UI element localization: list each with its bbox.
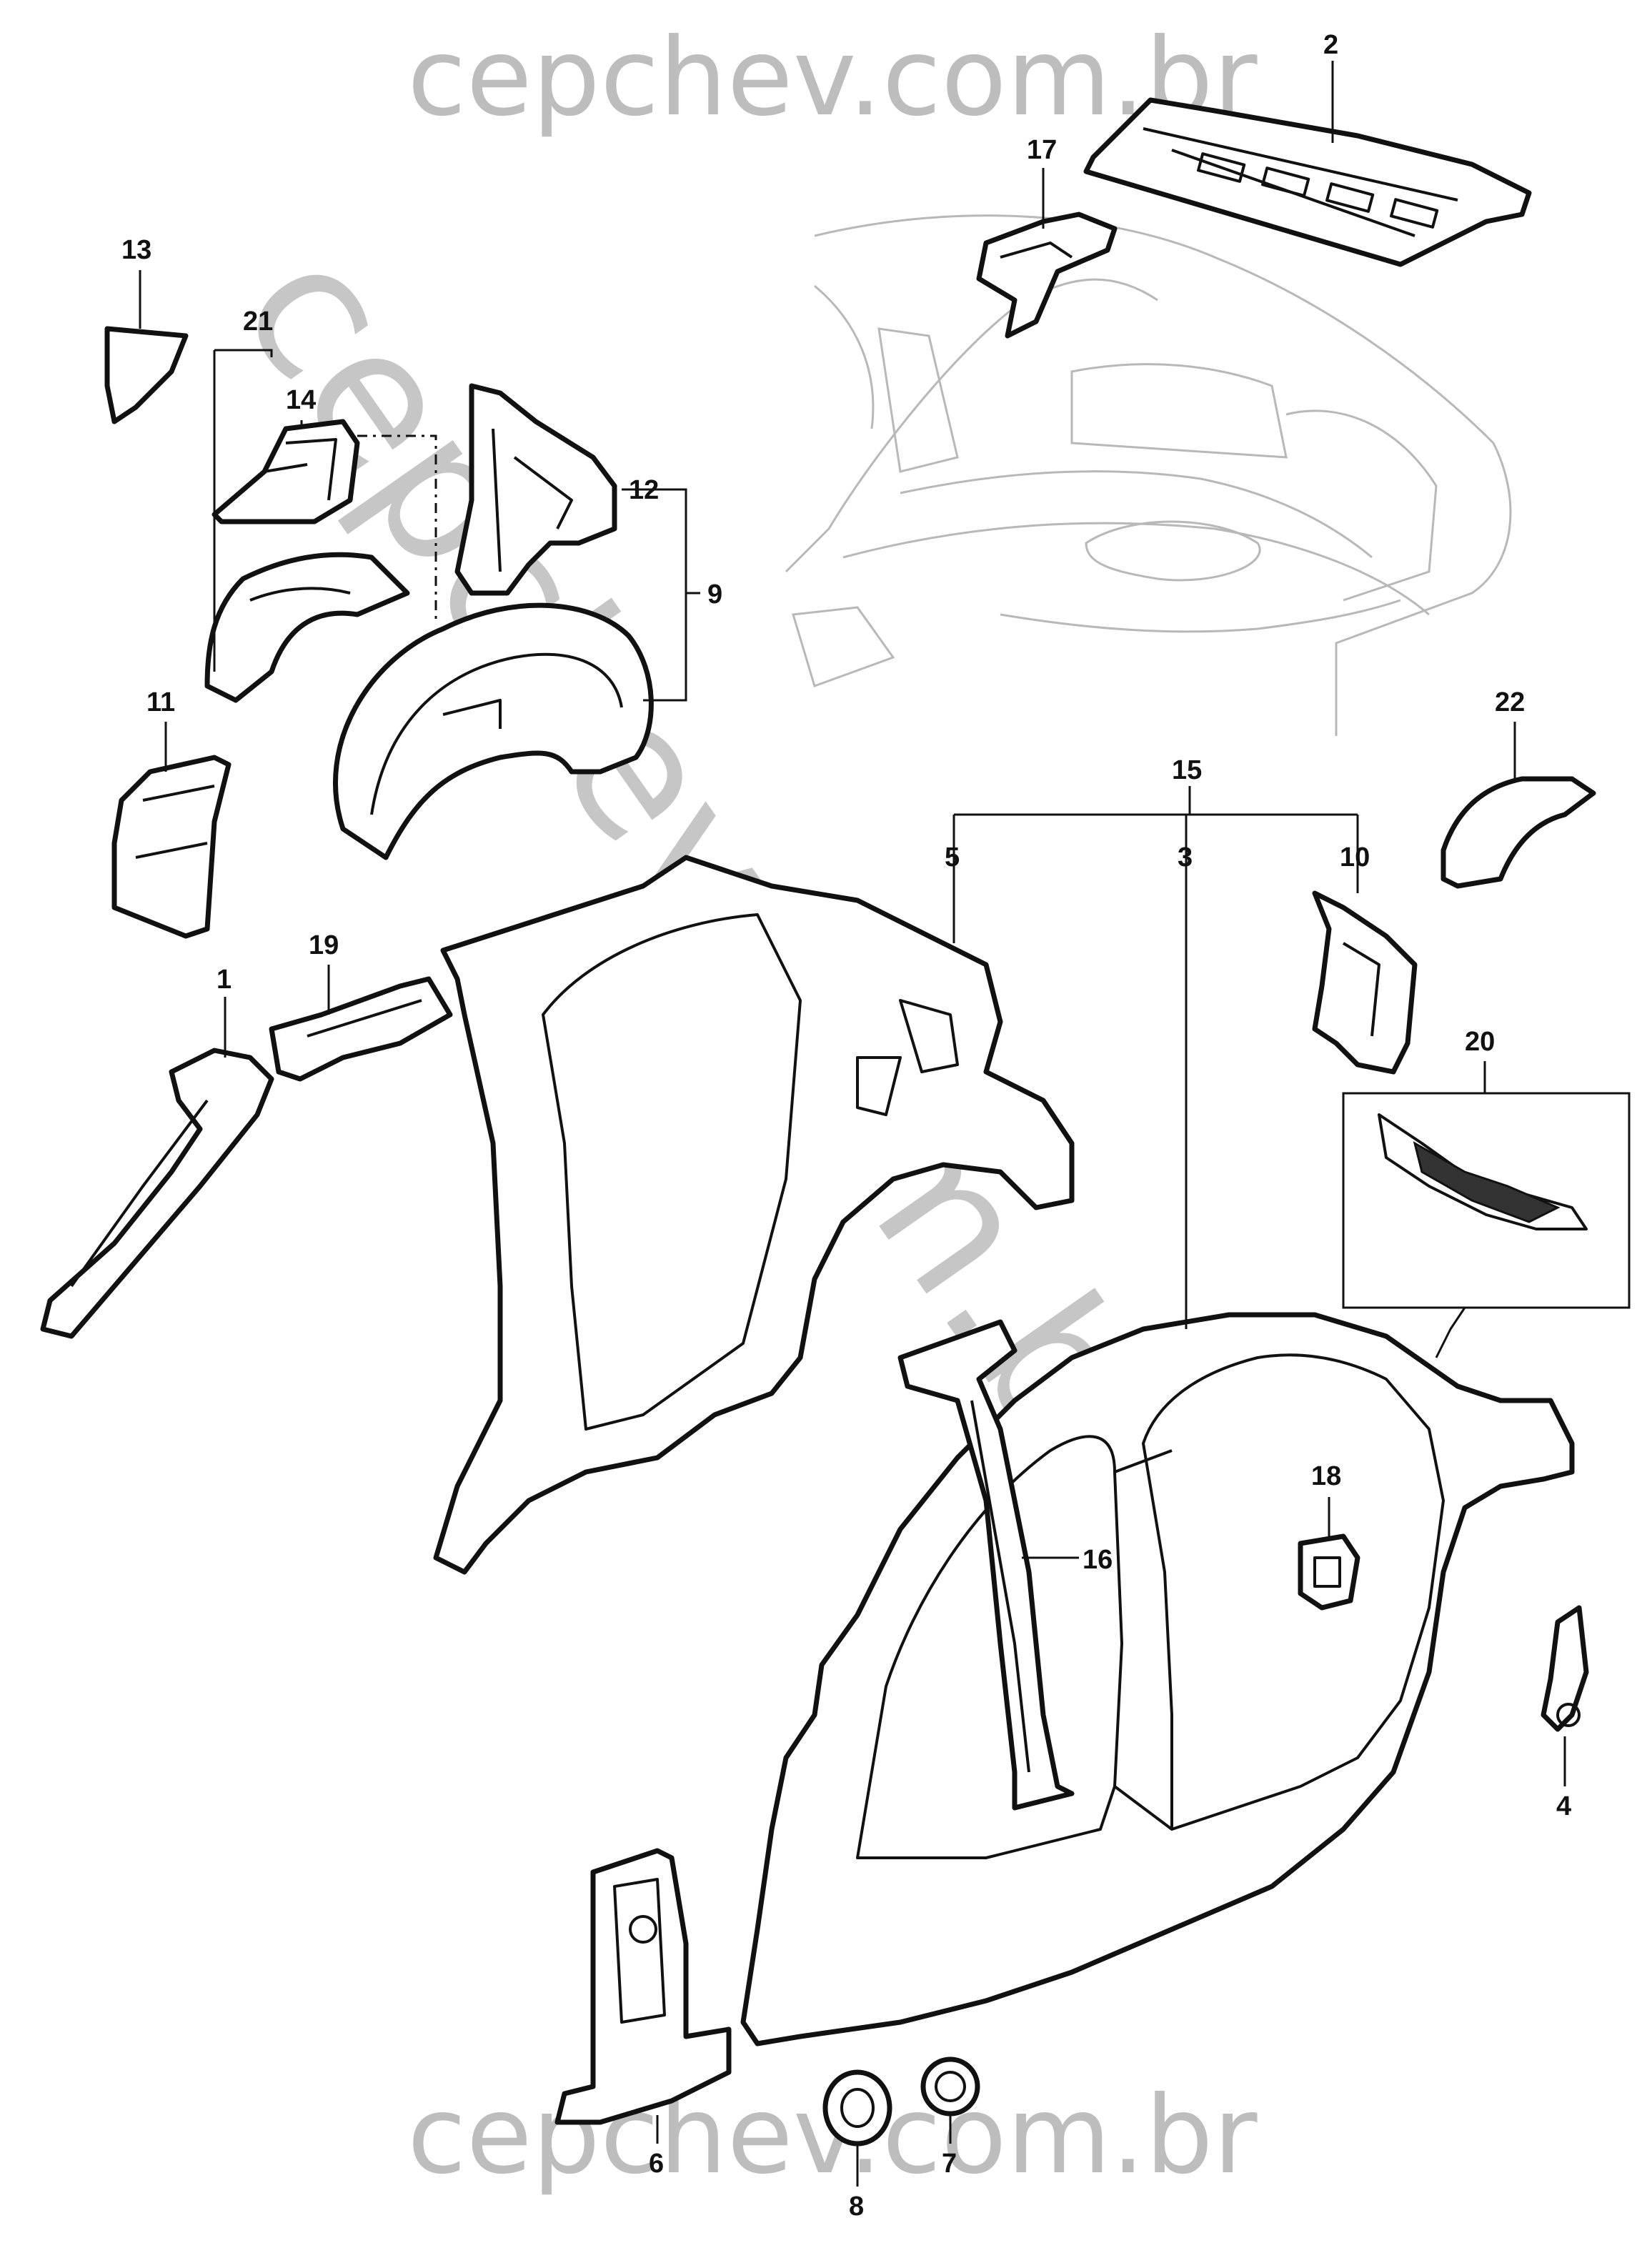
callout-16: 16: [1083, 1545, 1113, 1575]
part-8-grommet: [822, 2069, 892, 2147]
callout-6: 6: [649, 2149, 664, 2179]
part-9-wheelhouse-outer: [333, 602, 654, 860]
callout-21: 21: [243, 307, 273, 337]
callout-18: 18: [1311, 1461, 1341, 1491]
callout-8: 8: [849, 2192, 864, 2222]
part-6-pillar-lower: [554, 1848, 732, 2125]
callout-17: 17: [1027, 135, 1057, 165]
part-3-outer-side-panel: [740, 1312, 1575, 2046]
part-10-bracket: [1312, 890, 1418, 1075]
callout-22: 22: [1495, 687, 1525, 717]
callout-5: 5: [945, 842, 960, 872]
part-7-plug: [920, 2056, 980, 2117]
part-5-inner-side-panel: [433, 855, 1075, 1575]
callout-11: 11: [146, 687, 175, 717]
callout-1: 1: [217, 965, 232, 995]
callout-2: 2: [1323, 30, 1338, 60]
callout-15: 15: [1172, 755, 1202, 785]
leader-lines: [139, 61, 1566, 2187]
part-14-reinforcement: [212, 419, 360, 524]
part-2-rear-shelf: [1083, 97, 1532, 267]
part-19-rail: [269, 976, 453, 1082]
part-16-b-pillar-inner: [897, 1319, 1075, 1811]
callout-4: 4: [1556, 1791, 1571, 1821]
part-17-bracket: [976, 212, 1118, 339]
callout-20: 20: [1465, 1027, 1495, 1057]
callout-12: 12: [629, 475, 659, 505]
callout-19: 19: [309, 930, 339, 960]
part-12-pillar-reinforcement: [454, 383, 617, 596]
callout-10: 10: [1340, 842, 1370, 872]
watermark-top: cepchev.com.br: [407, 16, 1258, 140]
part-11-panel: [111, 755, 232, 939]
callout-14: 14: [286, 385, 316, 415]
part-4-bracket: [1541, 1605, 1589, 1732]
callout-labels: 2 17 13 21 14 12 9 11 22 15 5 3 10 19 1 …: [121, 30, 1571, 2222]
callout-13: 13: [121, 235, 151, 265]
part-21-inner-wheelhouse: [204, 552, 410, 703]
part-20-inset: [1342, 1092, 1631, 1358]
callout-9: 9: [707, 580, 722, 610]
part-18-small-plate: [1298, 1533, 1360, 1611]
part-22-wheelhouse-piece: [1440, 776, 1596, 889]
callout-3: 3: [1178, 842, 1193, 872]
ghost-car-body: [785, 214, 1512, 736]
part-1-a-pillar-inner: [40, 1048, 274, 1339]
part-13-gusset: [104, 326, 189, 424]
callout-7: 7: [942, 2149, 957, 2179]
